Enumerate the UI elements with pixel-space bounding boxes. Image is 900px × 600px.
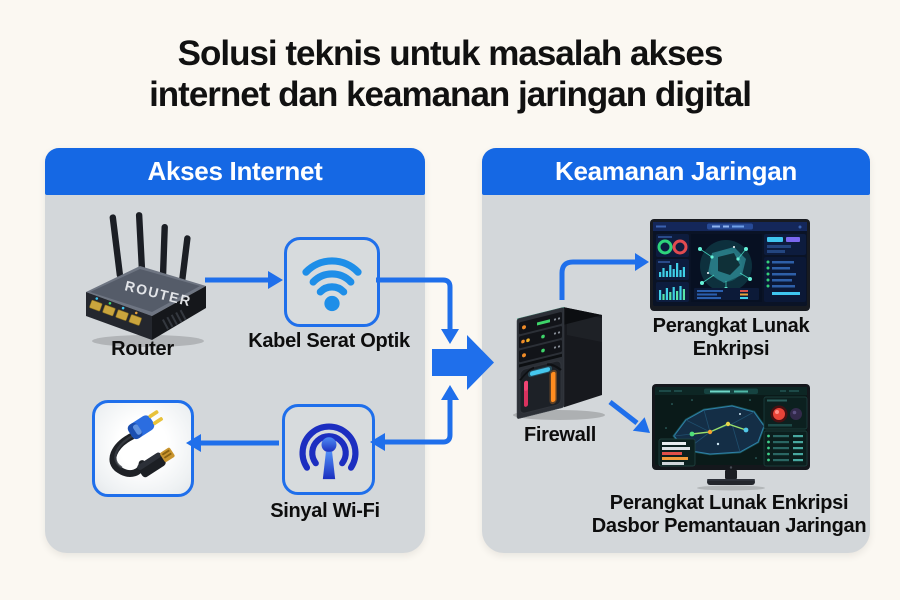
antenna-signal-icon xyxy=(299,423,358,479)
wifi-signal-label: Sinyal Wi-Fi xyxy=(270,500,380,522)
encryption-label-line-1: Perangkat Lunak xyxy=(652,315,810,337)
network-dashboard-label: Perangkat Lunak Enkripsi Dasbor Pemantau… xyxy=(584,492,874,538)
server-tower-icon xyxy=(513,306,605,420)
wifi-signal-node xyxy=(282,404,375,495)
cable-plug-node xyxy=(92,400,194,497)
monitor-stand xyxy=(725,470,737,479)
router-icon: ROUTER xyxy=(86,212,206,347)
status-list-panel xyxy=(764,234,806,302)
network-map-monitor xyxy=(652,384,810,491)
network-graph-panel xyxy=(691,234,762,302)
gauges-panel xyxy=(656,234,689,257)
firewall-illustration xyxy=(505,287,617,422)
fiber-optic-node xyxy=(284,237,380,327)
wifi-icon xyxy=(302,257,362,312)
panel-header-akses-label: Akses Internet xyxy=(147,156,323,186)
encryption-software-label: Perangkat Lunak Enkripsi xyxy=(631,315,831,361)
alert-panel xyxy=(763,396,808,430)
fiber-optic-label: Kabel Serat Optik xyxy=(248,330,410,352)
encryption-label-line-2: Enkripsi xyxy=(692,338,770,360)
router-label: Router xyxy=(111,338,174,360)
title-line-2: internet dan keamanan jaringan digital xyxy=(149,74,752,114)
legend-panel xyxy=(658,438,696,467)
dashboard-label-line-1: Perangkat Lunak Enkripsi xyxy=(609,492,849,514)
cable-connector-illustration xyxy=(109,410,175,478)
firewall-label: Firewall xyxy=(523,424,597,446)
encryption-monitor-illustration xyxy=(650,219,810,311)
security-dashboard-monitor xyxy=(650,219,810,311)
bar-chart-panel xyxy=(656,259,689,302)
title-line-1: Solusi teknis untuk masalah akses xyxy=(177,34,724,73)
panel-header-keamanan-label: Keamanan Jaringan xyxy=(555,156,797,186)
panel-header-akses-internet: Akses Internet xyxy=(45,148,425,195)
router-illustration: ROUTER xyxy=(68,208,223,348)
page-title: Solusi teknis untuk masalah akses intern… xyxy=(0,34,900,115)
panel-header-keamanan-jaringan: Keamanan Jaringan xyxy=(482,148,870,195)
network-monitor-illustration xyxy=(652,384,810,492)
panel-akses-internet: Akses Internet ROUTER xyxy=(45,148,425,553)
panel-keamanan-jaringan: Keamanan Jaringan xyxy=(482,148,870,553)
events-table xyxy=(763,430,808,467)
alert-indicator xyxy=(773,408,785,420)
dashboard-label-line-2: Dasbor Pemantauan Jaringan xyxy=(591,515,867,537)
